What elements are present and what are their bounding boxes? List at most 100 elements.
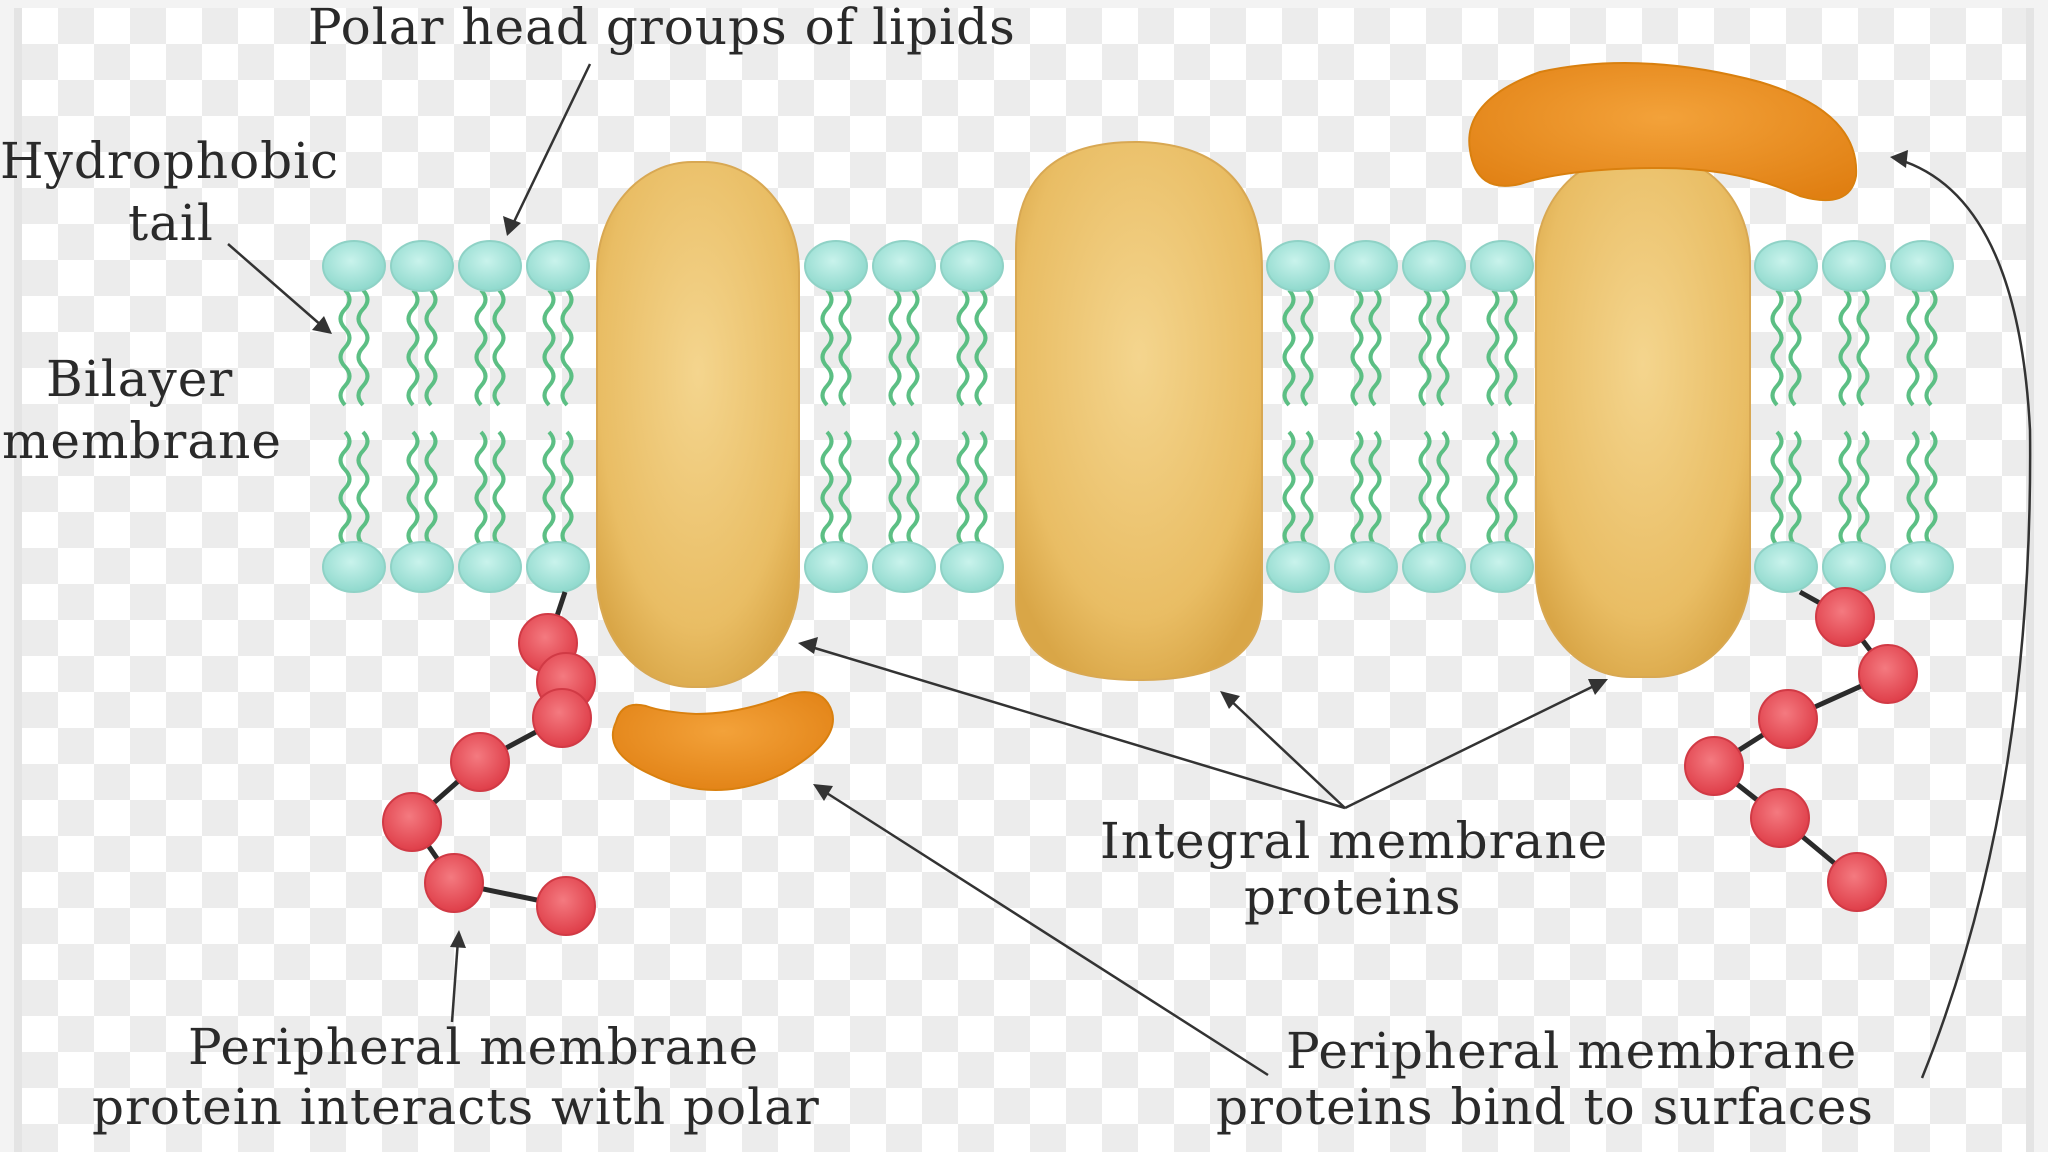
lipid-tail xyxy=(1504,430,1518,547)
arrow-peripheral-top-head xyxy=(1890,150,1908,168)
lipid-head xyxy=(1402,240,1466,292)
lipid-tail xyxy=(424,288,438,407)
lipid-head xyxy=(1334,541,1398,593)
lipid-tail xyxy=(1418,430,1432,547)
peptide-bead xyxy=(382,792,442,852)
peptide-bead xyxy=(1750,788,1810,848)
lipid-bilayer xyxy=(322,240,1954,593)
arrow-hydrophobic-tail xyxy=(227,243,323,327)
lipid-tail xyxy=(356,288,370,407)
arrow-peripheral-top xyxy=(1899,158,2032,1079)
lipid-tail xyxy=(956,288,970,407)
lipid-head xyxy=(804,541,868,593)
arrow-integral-right xyxy=(1344,682,1599,810)
lipid-head xyxy=(1822,541,1886,593)
peptide-bead xyxy=(450,732,510,792)
arrow-hydrophobic-tail-head xyxy=(312,316,332,334)
lipid-tail xyxy=(1486,288,1500,407)
lipid-head xyxy=(940,240,1004,292)
lipid-tail xyxy=(888,288,902,407)
lipid-head xyxy=(872,541,936,593)
arrow-integral-left xyxy=(807,644,1346,810)
lipid-tail xyxy=(1300,430,1314,547)
lipid-head xyxy=(390,541,454,593)
lipid-tail xyxy=(492,288,506,407)
lipid-tail xyxy=(406,288,420,407)
lipid-head xyxy=(1890,541,1954,593)
lipid-tail xyxy=(1368,288,1382,407)
lipid-tail xyxy=(820,288,834,407)
lipid-tail xyxy=(1788,288,1802,407)
lipid-tail xyxy=(956,430,970,547)
lipid-tail xyxy=(1838,430,1852,547)
lipid-head xyxy=(1890,240,1954,292)
lipid-head xyxy=(1470,541,1534,593)
lipid-tail xyxy=(338,430,352,547)
lipid-tail xyxy=(1504,288,1518,407)
label-polar-heads: Polar head groups of lipids xyxy=(308,0,1016,56)
peptide-bead xyxy=(424,853,484,913)
arrow-integral-middle-head xyxy=(1220,691,1240,709)
peptide-bead xyxy=(536,876,596,936)
lipid-tail xyxy=(1436,430,1450,547)
label-peripheral-left-line1: Peripheral membrane xyxy=(188,1018,759,1076)
lipid-tail xyxy=(542,288,556,407)
arrow-polar-heads xyxy=(510,63,592,227)
lipid-tail xyxy=(1486,430,1500,547)
lipid-tail xyxy=(974,430,988,547)
lipid-tail xyxy=(1788,430,1802,547)
lipid-tail xyxy=(424,430,438,547)
arrow-peripheral-bottom-head xyxy=(813,784,833,801)
label-hydrophobic-line1: Hydrophobic xyxy=(0,132,339,190)
peptide-chains xyxy=(382,587,1918,936)
lipid-tail xyxy=(888,430,902,547)
peptide-bead xyxy=(1827,852,1887,912)
lipid-tail xyxy=(1350,288,1364,407)
lipid-tail xyxy=(560,430,574,547)
lipid-tail xyxy=(492,430,506,547)
peptide-bead xyxy=(1758,689,1818,749)
lipid-tail xyxy=(1924,288,1938,407)
peptide-bead xyxy=(1815,587,1875,647)
lipid-head xyxy=(1822,240,1886,292)
lipid-tail xyxy=(406,430,420,547)
label-peripheral-right-line1: Peripheral membrane xyxy=(1286,1022,1857,1080)
integral-protein-right xyxy=(1535,154,1751,678)
pointer-arrows xyxy=(227,63,2032,1079)
lipid-tail xyxy=(1856,288,1870,407)
lipid-head xyxy=(1470,240,1534,292)
lipid-head xyxy=(1754,541,1818,593)
lipid-tail xyxy=(560,288,574,407)
lipid-head xyxy=(458,541,522,593)
lipid-tail xyxy=(1418,288,1432,407)
lipid-tail xyxy=(338,288,352,407)
lipid-tail xyxy=(1368,430,1382,547)
lipid-tail xyxy=(1436,288,1450,407)
lipid-tail xyxy=(1906,288,1920,407)
peptide-bead xyxy=(1684,736,1744,796)
lipid-tail xyxy=(838,288,852,407)
lipid-tail xyxy=(1770,288,1784,407)
label-peripheral-left-line2: protein interacts with polar xyxy=(92,1078,820,1136)
lipid-tail xyxy=(1350,430,1364,547)
lipid-tail xyxy=(838,430,852,547)
arrow-peripheral-left-head xyxy=(450,930,466,948)
lipid-head xyxy=(390,240,454,292)
lipid-tail xyxy=(1282,288,1296,407)
integral-protein-middle xyxy=(1015,140,1263,682)
lipid-head xyxy=(458,240,522,292)
lipid-tail xyxy=(906,430,920,547)
peripheral-protein-bottom xyxy=(611,691,834,791)
lipid-tail xyxy=(1770,430,1784,547)
label-hydrophobic-line2: tail xyxy=(128,194,214,252)
label-bilayer-line1: Bilayer xyxy=(46,350,233,408)
peptide-bead xyxy=(532,688,592,748)
lipid-head xyxy=(1266,240,1330,292)
arrow-integral-right-head xyxy=(1588,679,1608,695)
lipid-head xyxy=(1754,240,1818,292)
label-integral-line2: proteins xyxy=(1244,868,1462,926)
peripheral-protein-top xyxy=(1468,62,1858,201)
lipid-tail xyxy=(1856,430,1870,547)
lipid-tail xyxy=(474,288,488,407)
